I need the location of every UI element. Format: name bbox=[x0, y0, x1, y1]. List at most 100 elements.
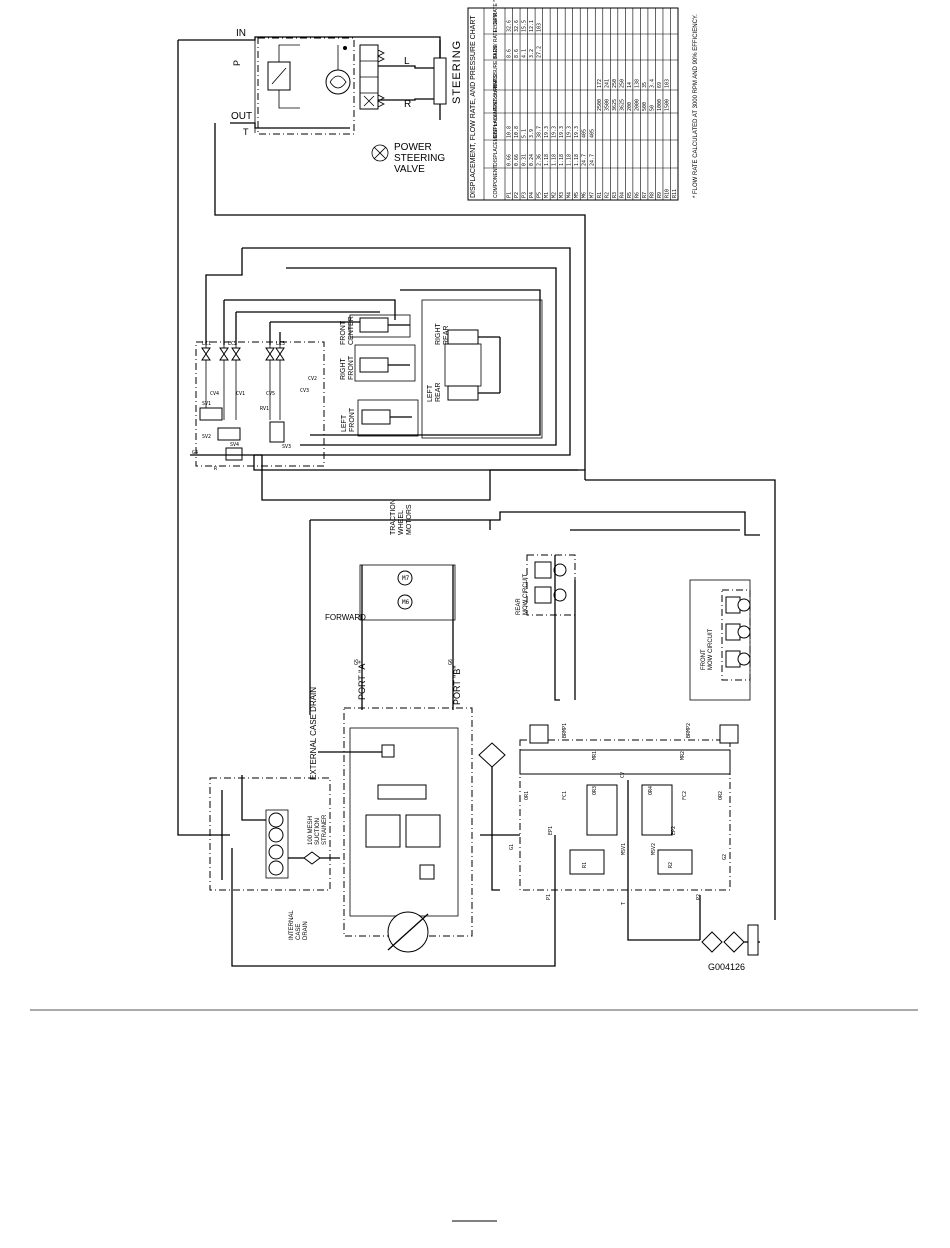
mow-tag: G1 bbox=[509, 844, 515, 850]
chart-cell: 1000 bbox=[657, 99, 663, 111]
chart-cell: 32.6 bbox=[514, 20, 520, 32]
chart-cell: R9 bbox=[657, 192, 663, 198]
steering-l-label: L bbox=[404, 56, 410, 67]
lift-valve-tag: CV2 bbox=[308, 376, 317, 382]
mow-tag: G2 bbox=[722, 854, 728, 860]
traction-g-tag: G5 bbox=[354, 659, 360, 665]
mow-tag: BRMP1 bbox=[562, 723, 568, 738]
front-mow-label-1: FRONT bbox=[701, 649, 707, 670]
rear-mow-label-2: MOW CIRCUIT bbox=[523, 573, 529, 615]
lift-valve-tag: SV4 bbox=[230, 442, 239, 448]
chart-cell: P5 bbox=[537, 192, 543, 198]
port-b-label: PORT "B" bbox=[452, 665, 462, 705]
chart-cell: R1 bbox=[597, 192, 603, 198]
lift-valve-tag: G4 bbox=[192, 450, 198, 456]
chart-cell: M1 bbox=[544, 192, 550, 198]
lift-valve-tag: SV3 bbox=[282, 444, 291, 450]
lift-valve-tag: R bbox=[214, 466, 218, 472]
chart-cell: 24.7 bbox=[582, 154, 588, 166]
chart-cell: 35 bbox=[642, 82, 648, 88]
lift-valve-tag: LC2 bbox=[228, 341, 237, 347]
lift-valve-tag: CV5 bbox=[266, 391, 275, 397]
chart-cell: 1.18 bbox=[567, 154, 573, 166]
chart-header: DISPLACEMENT cm³/rev bbox=[493, 81, 499, 138]
chart-cell: R7 bbox=[642, 192, 648, 198]
chart-cell: R6 bbox=[634, 192, 640, 198]
steering-p-label: P bbox=[232, 60, 242, 66]
strainer-label-1: 100 MESH bbox=[308, 816, 314, 845]
lift-valve-tag: CV3 bbox=[300, 388, 309, 394]
internal-drain-label-1: INTERNAL bbox=[289, 910, 295, 940]
chart-cell: 0.31 bbox=[522, 154, 528, 166]
chart-header: FLOW RATE * LPM bbox=[493, 0, 499, 32]
internal-drain-label-2: CASE bbox=[296, 924, 302, 940]
chart-cell: 1.18 bbox=[574, 154, 580, 166]
chart-cell: P4 bbox=[529, 192, 535, 198]
chart-cell: R3 bbox=[612, 192, 618, 198]
mow-tag: MR1 bbox=[592, 751, 598, 760]
chart-cell: M6 bbox=[582, 192, 588, 198]
chart-cell: 2500 bbox=[597, 99, 603, 111]
chart-cell: 250 bbox=[612, 79, 618, 88]
chart-cell: 3625 bbox=[612, 99, 618, 111]
figure-id: G004126 bbox=[708, 962, 745, 972]
chart-cell: 8.6 bbox=[514, 49, 520, 58]
right-rear-label-2: REAR bbox=[443, 326, 450, 345]
front-center-label-2: CENTER bbox=[348, 316, 355, 345]
chart-cell: P2 bbox=[514, 192, 520, 198]
mow-tag: BRMP2 bbox=[686, 723, 692, 738]
chart-cell: 138 bbox=[634, 79, 640, 88]
chart-cell: R11 bbox=[672, 189, 678, 198]
chart-cell: R4 bbox=[619, 192, 625, 198]
chart-title: DISPLACEMENT, FLOW RATE, AND PRESSURE CH… bbox=[470, 15, 477, 198]
chart-cell: 1500 bbox=[664, 99, 670, 111]
chart-cell: 8.6 bbox=[507, 49, 513, 58]
chart-cell: 3.2 bbox=[529, 49, 535, 58]
chart-footnote: * FLOW RATE CALCULATED AT 3000 RPM AND 9… bbox=[693, 14, 699, 198]
chart-cell: M3 bbox=[559, 192, 565, 198]
chart-cell: R10 bbox=[664, 189, 670, 198]
steering-out-label: OUT bbox=[231, 111, 252, 122]
chart-cell: 3625 bbox=[619, 99, 625, 111]
mow-tag: FC1 bbox=[562, 791, 568, 800]
chart-cell: 15.5 bbox=[522, 20, 528, 32]
chart-cell: 12.1 bbox=[529, 20, 535, 32]
forward-label: FORWARD bbox=[325, 613, 366, 622]
chart-cell: 69 bbox=[657, 82, 663, 88]
chart-cell: 1.18 bbox=[552, 154, 558, 166]
traction-motors-label-1: TRACTION bbox=[390, 499, 397, 535]
chart-header: DISPLACEMENT in³/rev bbox=[493, 111, 499, 166]
chart-cell: 32.6 bbox=[507, 20, 513, 32]
right-front-label-2: FRONT bbox=[348, 355, 355, 380]
steering-r-label: R bbox=[404, 99, 411, 110]
traction-motors-label-2: WHEEL bbox=[398, 510, 405, 535]
steering-in-label: IN bbox=[236, 28, 246, 39]
internal-drain-label-3: DRAIN bbox=[303, 921, 309, 940]
chart-cell: M2 bbox=[552, 192, 558, 198]
chart-cell: 4.1 bbox=[522, 49, 528, 58]
left-front-label-1: LEFT bbox=[341, 414, 348, 432]
chart-header: PRESSURE BARS bbox=[493, 45, 499, 88]
chart-cell: 5.1 bbox=[522, 129, 528, 138]
lift-valve-tag: CV1 bbox=[236, 391, 245, 397]
right-rear-label-1: RIGHT bbox=[435, 323, 442, 346]
traction-g-tag: G6 bbox=[448, 659, 454, 665]
port-a-label: PORT "A" bbox=[357, 660, 367, 700]
chart-cell: 103 bbox=[664, 79, 670, 88]
chart-cell: 200 bbox=[627, 102, 633, 111]
mow-tag: P2 bbox=[696, 894, 702, 900]
chart-cell: 241 bbox=[604, 79, 610, 88]
left-front-label-2: FRONT bbox=[349, 407, 356, 432]
chart-cell: 19.3 bbox=[574, 126, 580, 138]
right-front-label-1: RIGHT bbox=[340, 358, 347, 381]
lift-valve-tag: LC1 bbox=[202, 341, 211, 347]
chart-cell: 3.4 bbox=[649, 79, 655, 88]
chart-cell: P1 bbox=[507, 192, 513, 198]
chart-cell: 405 bbox=[582, 129, 588, 138]
chart-cell: 27.2 bbox=[537, 46, 543, 58]
rear-mow-label-1: REAR bbox=[516, 598, 522, 615]
chart-cell: 2.36 bbox=[537, 154, 543, 166]
lift-circuit: RIGHT REAR LEFT REAR FRONT CENTER RIGHT … bbox=[177, 40, 586, 836]
chart-cell: 19.3 bbox=[559, 126, 565, 138]
